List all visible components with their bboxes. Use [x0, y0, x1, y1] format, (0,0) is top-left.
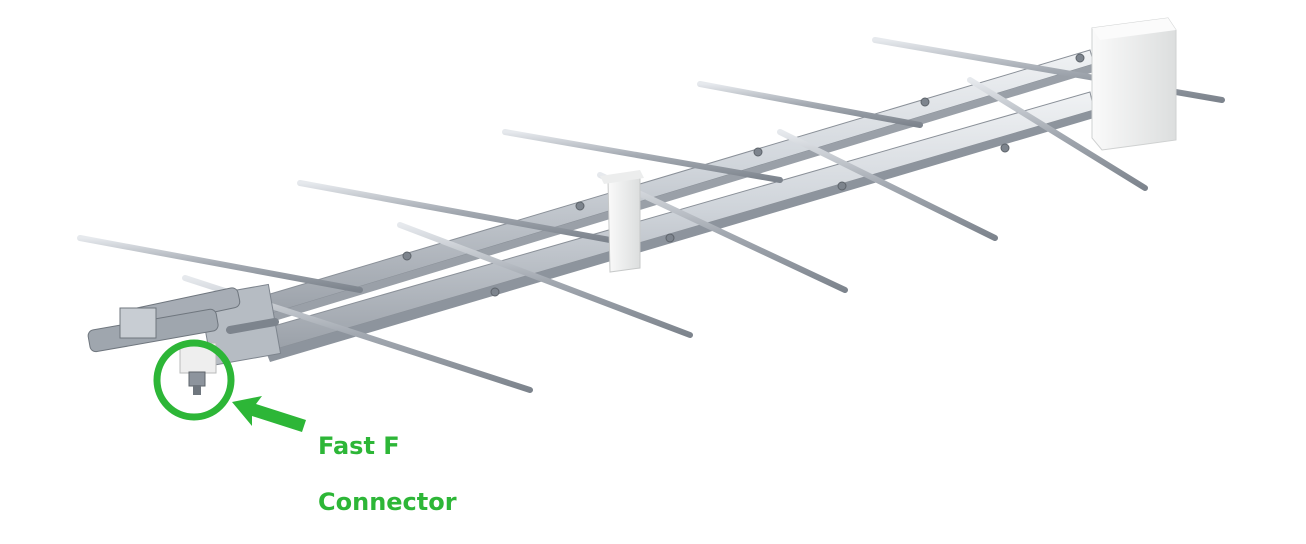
- mounting-clamp: [87, 283, 282, 367]
- callout-label: Fast F Connector: [318, 404, 457, 544]
- boom-rivets: [402, 53, 1085, 297]
- element-rod: [297, 180, 613, 243]
- callout-label-line1: Fast F: [318, 432, 400, 460]
- callout-label-line2: Connector: [318, 488, 457, 516]
- element-rod: [397, 222, 693, 338]
- callout-arrow: [232, 396, 306, 432]
- end-cap: [1091, 17, 1177, 151]
- element-rod: [967, 77, 1148, 191]
- upper-boom: [249, 49, 1095, 326]
- element-rod: [697, 81, 923, 128]
- middle-spacer: [600, 170, 644, 273]
- element-rod: [777, 129, 998, 241]
- element-rod: [502, 129, 783, 183]
- antenna-scene: [77, 17, 1225, 432]
- callout-circle: [153, 339, 235, 421]
- element-rod: [77, 235, 363, 293]
- element-rod: [597, 172, 848, 293]
